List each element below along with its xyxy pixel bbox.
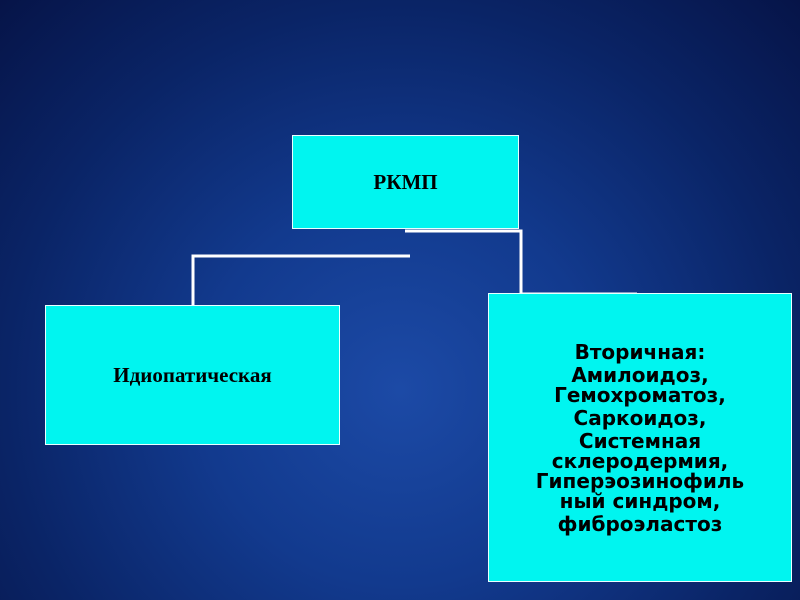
- connector-right: [405, 229, 637, 296]
- secondary-node-line: Амилоидоз,: [571, 362, 709, 387]
- root-node: РКМП: [292, 135, 519, 229]
- idiopathic-node: Идиопатическая: [45, 305, 340, 445]
- connector-left: [191, 254, 410, 305]
- secondary-node-line: склеродермия,: [551, 448, 729, 473]
- secondary-node: Вторичная: Амилоидоз, Гемохроматоз, Сарк…: [488, 293, 792, 582]
- secondary-node-line: ный синдром,: [559, 488, 721, 513]
- secondary-node-line: фиброэластоз: [557, 511, 723, 536]
- secondary-node-line: Системная: [578, 428, 702, 453]
- root-node-label: РКМП: [373, 169, 438, 194]
- secondary-node-line: Гемохроматоз,: [554, 382, 726, 407]
- secondary-node-line: Саркоидоз,: [573, 405, 707, 430]
- secondary-node-line: Гиперэозинофиль: [535, 468, 745, 493]
- idiopathic-node-label: Идиопатическая: [113, 362, 272, 387]
- secondary-node-line: Вторичная:: [574, 339, 706, 364]
